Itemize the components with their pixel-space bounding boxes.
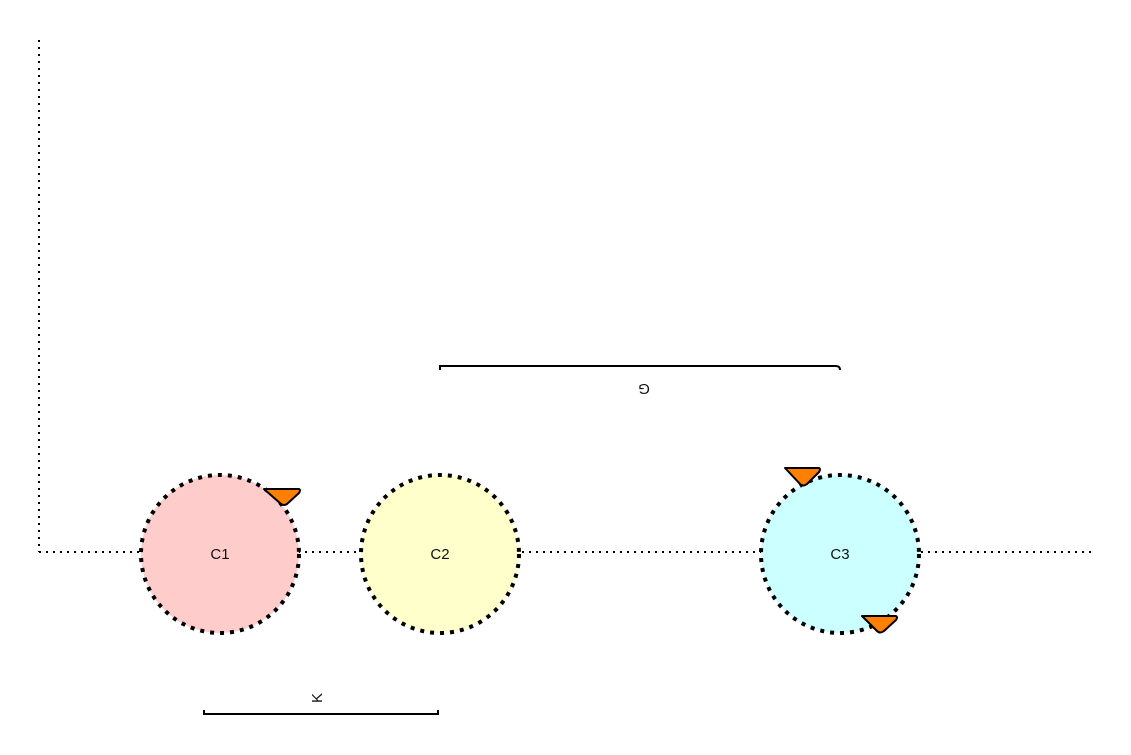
circle-c3-label: C3 bbox=[830, 546, 849, 563]
circle-c3-shape bbox=[759, 473, 921, 635]
circle-c2-shape bbox=[359, 473, 521, 635]
triangle-marker-c1 bbox=[263, 488, 301, 506]
dimension-k-label: K bbox=[309, 693, 326, 703]
dimension-g-bracket bbox=[439, 365, 841, 371]
dimension-g: G bbox=[439, 365, 841, 397]
triangle-marker-c3-top bbox=[784, 467, 821, 487]
dimension-g-label: G bbox=[638, 380, 650, 397]
circle-c2: C2 bbox=[359, 473, 521, 635]
circle-c3: C3 bbox=[759, 473, 921, 635]
dimension-k-bracket bbox=[203, 710, 439, 715]
circle-c1: C1 bbox=[139, 473, 301, 635]
circle-c2-label: C2 bbox=[430, 546, 449, 563]
circle-c1-label: C1 bbox=[210, 546, 229, 563]
circle-c1-shape bbox=[139, 473, 301, 635]
triangle-marker-c3-bottom bbox=[861, 615, 898, 634]
dimension-k: K bbox=[203, 693, 439, 715]
